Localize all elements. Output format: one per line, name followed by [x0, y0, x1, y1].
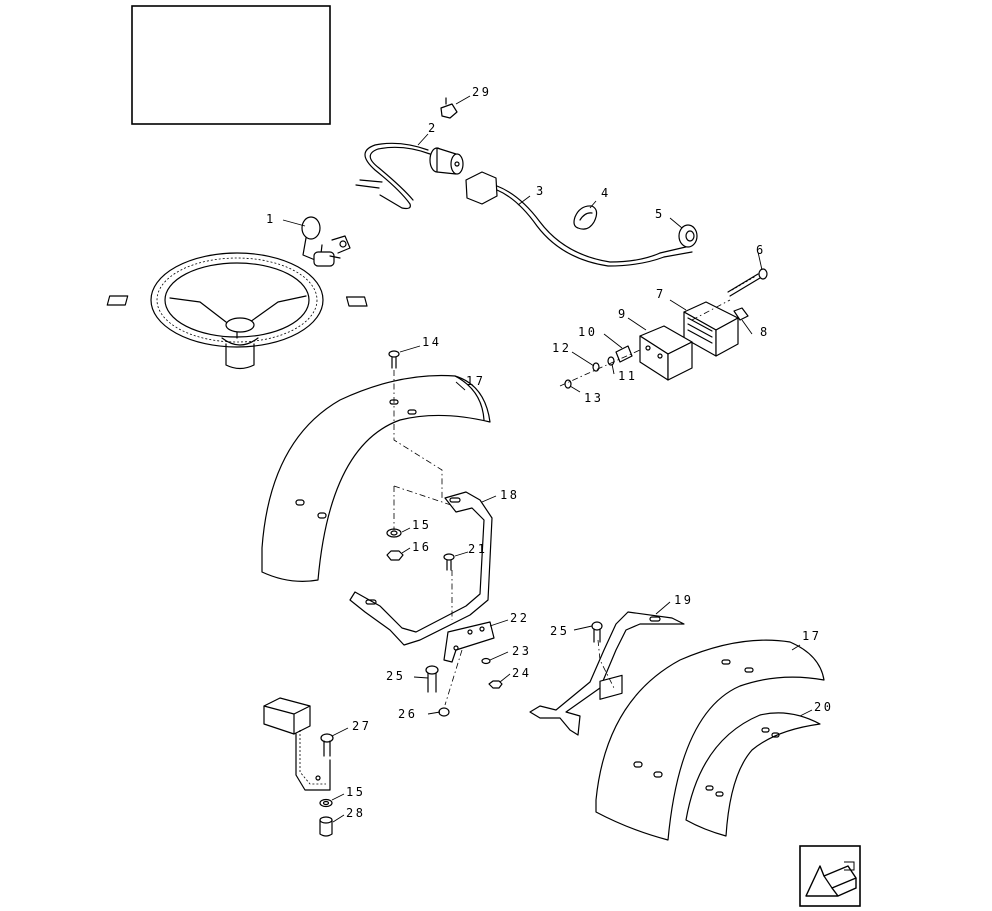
- callout-11: 11: [618, 369, 637, 383]
- callout-15b: 15: [346, 785, 365, 799]
- callout-20: 20: [814, 700, 833, 714]
- leader-lines: [282, 95, 813, 823]
- callout-19: 19: [674, 593, 693, 607]
- part-10-bolt: [615, 345, 633, 363]
- part-16-nut: [386, 550, 404, 561]
- title-box: [131, 5, 331, 125]
- steering-wheel: [106, 252, 368, 370]
- callout-27: 27: [352, 719, 371, 733]
- part-24-nut: [488, 680, 503, 689]
- part-23-washer: [481, 657, 491, 665]
- part-1-control-lever: [301, 216, 351, 267]
- part-9-lamp-housing: [639, 325, 693, 381]
- part-6-long-screw: [727, 268, 768, 297]
- part-25-bolt-right: [591, 621, 603, 643]
- part-20-fender-extension: [685, 712, 821, 837]
- callout-23: 23: [512, 644, 531, 658]
- part-13-nut: [564, 379, 572, 389]
- part-15-washer-upper: [386, 528, 402, 538]
- part-7-lamp-lens: [683, 301, 739, 357]
- lower-left-bracket: [263, 697, 331, 791]
- part-21-bolt: [443, 553, 455, 571]
- part-14-bolt: [388, 350, 400, 369]
- part-2-socket-cable: [355, 142, 464, 210]
- part-18-bracket: [349, 491, 493, 646]
- callout-3: 3: [536, 184, 546, 198]
- part-8-bulb: [733, 307, 749, 321]
- part-4-spring-clip: [573, 205, 598, 230]
- callout-4: 4: [601, 186, 611, 200]
- callout-12: 12: [552, 341, 571, 355]
- part-29-clip: [440, 97, 458, 119]
- callout-25a: 25: [386, 669, 405, 683]
- part-17-fender-right: [595, 639, 825, 841]
- back-arrow-icon: [805, 861, 857, 897]
- part-27-bolt: [320, 733, 334, 757]
- callout-17a: 17: [466, 374, 485, 388]
- part-25-bolt-left: [425, 665, 439, 693]
- callout-26: 26: [398, 707, 417, 721]
- part-26-nut: [438, 707, 450, 717]
- part-17-fender-left: [261, 374, 491, 582]
- callout-numbers: 1 2 3 4 5 6 7 8 9 10 11 12 13 14 15 15 1…: [266, 85, 833, 820]
- callout-8: 8: [760, 325, 770, 339]
- callout-28: 28: [346, 806, 365, 820]
- callout-2: 2: [428, 121, 438, 135]
- part-12-washer: [592, 362, 600, 372]
- callout-22: 22: [510, 611, 529, 625]
- part-3-plug-cable: [465, 171, 693, 267]
- callout-17b: 17: [802, 629, 821, 643]
- callout-6: 6: [756, 243, 766, 257]
- callout-29: 29: [472, 85, 491, 99]
- callout-1: 1: [266, 212, 276, 226]
- callout-7: 7: [656, 287, 666, 301]
- callout-21: 21: [468, 542, 487, 556]
- callout-18: 18: [500, 488, 519, 502]
- back-arrow-button[interactable]: [799, 845, 861, 907]
- callout-16: 16: [412, 540, 431, 554]
- callout-14: 14: [422, 335, 441, 349]
- callout-9: 9: [618, 307, 628, 321]
- callout-24: 24: [512, 666, 531, 680]
- part-28-spacer: [319, 816, 333, 837]
- callout-25b: 25: [550, 624, 569, 638]
- part-11-washer: [607, 356, 615, 366]
- callout-10: 10: [578, 325, 597, 339]
- part-15-washer-lower: [319, 798, 333, 808]
- part-22-mounting-plate: [443, 621, 495, 663]
- callout-5: 5: [655, 207, 665, 221]
- part-5-grommet: [678, 224, 698, 248]
- part-19-bracket: [529, 611, 685, 736]
- callout-13: 13: [584, 391, 603, 405]
- callout-15a: 15: [412, 518, 431, 532]
